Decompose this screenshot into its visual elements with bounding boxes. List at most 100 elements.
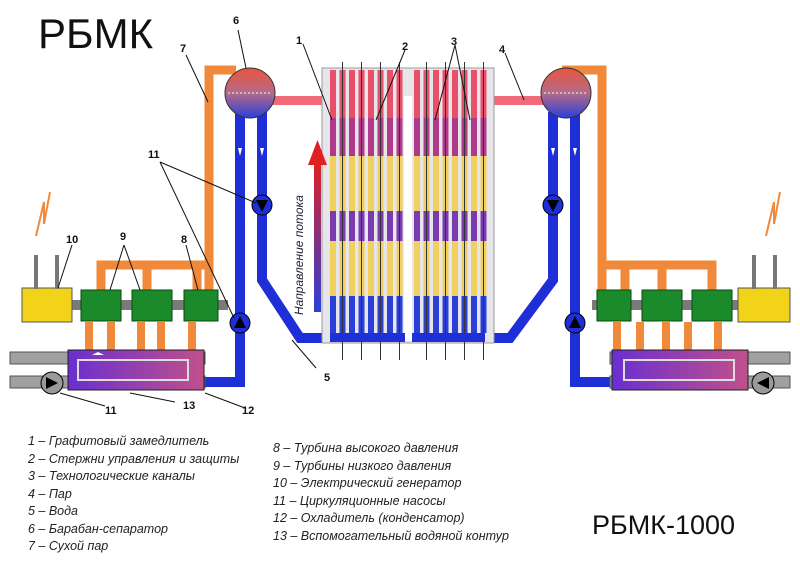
reactor-core xyxy=(321,62,495,360)
channel-segment xyxy=(452,211,458,241)
hp-turbine xyxy=(183,289,219,322)
legend-item: 12 – Охладитель (конденсатор) xyxy=(273,511,465,525)
legend-item: 6 – Барабан-сепаратор xyxy=(28,521,168,536)
legend-item: 7 – Сухой пар xyxy=(28,539,109,553)
channel-segment xyxy=(330,156,336,211)
channel-segment xyxy=(471,241,477,296)
callout-10: 10 xyxy=(66,234,78,246)
legend-item: 9 – Турбины низкого давления xyxy=(273,458,452,473)
electricity-icon xyxy=(35,191,51,237)
circulation-pump-icon xyxy=(564,312,586,334)
hp-turbine xyxy=(596,289,632,322)
channel-segment xyxy=(349,70,355,118)
lp-turbine xyxy=(131,289,173,322)
channel-segment xyxy=(349,241,355,296)
callout-7: 7 xyxy=(180,43,186,55)
steam-lines xyxy=(96,65,717,312)
channel-segment xyxy=(414,118,420,156)
channel-segment xyxy=(387,241,393,296)
channel-segment xyxy=(387,296,393,333)
channel-segment xyxy=(414,70,420,118)
channel-segment xyxy=(414,156,420,211)
legend-item: 10 – Электрический генератор xyxy=(273,476,462,490)
drum-separator-left xyxy=(224,67,276,119)
channel-segment xyxy=(330,70,336,118)
channel-segment xyxy=(368,211,374,241)
callout-4: 4 xyxy=(499,44,506,56)
channel-segment xyxy=(414,296,420,333)
legend-left: 1 – Графитовый замедлитель 2 – Стержни у… xyxy=(28,433,239,556)
generator xyxy=(21,287,73,323)
steam-riser-left xyxy=(272,96,332,105)
water-arrows xyxy=(238,148,577,156)
legend-item: 1 – Графитовый замедлитель xyxy=(28,434,210,448)
channel-segment xyxy=(414,241,420,296)
circulation-pump-icon xyxy=(40,371,64,395)
circulation-pump-icon xyxy=(251,194,273,216)
callout-13: 13 xyxy=(183,400,195,412)
generator xyxy=(737,287,791,323)
channel-segment xyxy=(414,211,420,241)
callout-8: 8 xyxy=(181,234,187,246)
callout-11-b: 11 xyxy=(105,405,117,417)
callout-6: 6 xyxy=(233,15,239,27)
legend-item: 3 – Технологические каналы xyxy=(28,469,195,483)
channel-segment xyxy=(452,156,458,211)
reactor-model-label: РБМК-1000 xyxy=(592,510,736,540)
channel-segment xyxy=(433,118,439,156)
channel-segment xyxy=(452,118,458,156)
legend-item: 11 – Циркуляционные насосы xyxy=(273,493,446,508)
channel-segment xyxy=(433,156,439,211)
callout-12: 12 xyxy=(242,405,254,417)
channel-segment xyxy=(433,296,439,333)
callout-11: 11 xyxy=(148,149,160,161)
legend-item: 8 – Турбина высокого давления xyxy=(273,441,459,455)
callout-2: 2 xyxy=(402,41,408,53)
flow-direction-label: Направление потока xyxy=(292,195,306,315)
channel-segment xyxy=(471,211,477,241)
channel-segment xyxy=(433,241,439,296)
turbine-set-left xyxy=(21,191,228,323)
channel-segment xyxy=(452,241,458,296)
legend-item: 2 – Стержни управления и защиты xyxy=(28,451,240,466)
channel-segment xyxy=(349,118,355,156)
channel-segment xyxy=(471,296,477,333)
channel-segment xyxy=(387,156,393,211)
channel-segment xyxy=(368,156,374,211)
channel-segment xyxy=(387,211,393,241)
channel-segment xyxy=(471,156,477,211)
callout-9: 9 xyxy=(120,231,126,243)
lp-turbine xyxy=(80,289,122,322)
legend-item: 13 – Вспомогательный водяной контур xyxy=(273,528,509,543)
lp-turbine xyxy=(641,289,683,322)
channel-segment xyxy=(349,211,355,241)
channel-segment xyxy=(452,70,458,118)
channel-segment xyxy=(368,296,374,333)
channel-segment xyxy=(387,70,393,118)
condenser-left xyxy=(9,349,206,391)
bottom-manifold xyxy=(330,333,485,342)
exhaust-pipes-right xyxy=(613,322,722,352)
drum-separator-right xyxy=(540,67,592,119)
channel-segment xyxy=(387,118,393,156)
legend-item: 5 – Вода xyxy=(28,504,78,518)
circulation-pump-icon xyxy=(229,312,251,334)
channel-segment xyxy=(433,211,439,241)
channel-segment xyxy=(330,118,336,156)
technological-channels xyxy=(330,62,487,360)
channel-segment xyxy=(368,70,374,118)
channel-segment xyxy=(368,118,374,156)
callout-5: 5 xyxy=(324,372,330,384)
channel-segment xyxy=(330,296,336,333)
channel-segment xyxy=(452,296,458,333)
exhaust-pipes-left xyxy=(85,322,196,352)
condenser-right xyxy=(609,349,791,391)
channel-segment xyxy=(433,70,439,118)
channel-segment xyxy=(330,241,336,296)
page-title: РБМК xyxy=(38,10,154,57)
channel-segment xyxy=(368,241,374,296)
circulation-pump-icon xyxy=(751,371,775,395)
channel-segment xyxy=(349,156,355,211)
steam-riser-right xyxy=(488,96,544,105)
